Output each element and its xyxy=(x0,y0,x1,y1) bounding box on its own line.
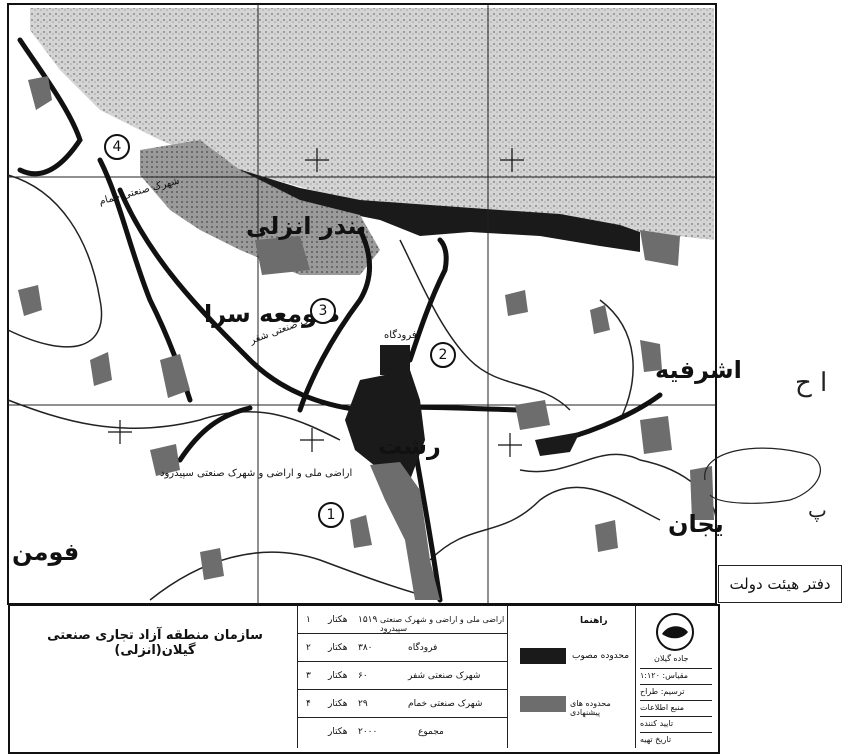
legend-key: راهنما محدوده مصوب محدوده های پیشنهادی xyxy=(508,606,636,748)
org-logo xyxy=(656,613,694,651)
swatch-proposed xyxy=(520,696,566,712)
legend-key-proposed: محدوده های پیشنهادی xyxy=(570,699,611,717)
legend-key-title: راهنما xyxy=(580,616,608,626)
legend-info: جاده گیلان مقیاس: ۱:۱۲۰ ترسیم: طراح منبع… xyxy=(636,606,716,748)
table-row: ۳ هکتار ۶۰ شهرک صنعتی شفر xyxy=(298,662,508,690)
sepidrood-proposed-zone xyxy=(370,462,440,600)
org-name: جاده گیلان xyxy=(654,654,689,663)
info-approval: تایید کننده xyxy=(640,716,712,728)
legend-key-approved: محدوده مصوب xyxy=(572,651,630,661)
legend-title: سازمان منطقه آزاد تجاری صنعتی گیلان(انزل… xyxy=(47,628,263,658)
label-anzali: بندر انزلی xyxy=(246,212,367,240)
label-rasht: رشت xyxy=(378,432,441,460)
label-lahijan: یجان xyxy=(668,510,724,538)
label-airport: فرودگاه xyxy=(384,330,417,341)
airport-zone xyxy=(380,345,410,375)
coastal-zone xyxy=(235,168,640,252)
table-row: هکتار ۲۰۰۰ مجموع xyxy=(328,727,444,737)
label-ashrafieh: اشرفیه xyxy=(655,356,742,384)
label-rasht-road-note: اراضی ملی و اراضی و شهرک صنعتی سپیدرود xyxy=(160,468,353,479)
legend-panel: سازمان منطقه آزاد تجاری صنعتی گیلان(انزل… xyxy=(8,604,720,754)
table-row: ۱ هکتار ۱۵۱۹ اراضی ملی و اراضی و شهرک صن… xyxy=(298,606,508,634)
swatch-approved xyxy=(520,648,566,664)
caspian-sea xyxy=(30,8,714,240)
signature-loop xyxy=(704,447,821,504)
info-source: منبع اطلاعات xyxy=(640,700,712,712)
info-scale: مقیاس: ۱:۱۲۰ xyxy=(640,668,712,680)
handwriting-note-1: ا ح xyxy=(795,368,828,398)
anzali-lagoon xyxy=(140,140,380,275)
info-drawn: ترسیم: طراح xyxy=(640,684,712,696)
handwriting-note-2: پ xyxy=(808,498,827,522)
legend-title-cell: سازمان منطقه آزاد تجاری صنعتی گیلان(انزل… xyxy=(10,606,298,748)
proposed-zones xyxy=(18,76,714,580)
zone-east xyxy=(535,432,580,456)
route-marker-3: 3 xyxy=(310,298,336,324)
label-fuman: فومن xyxy=(12,538,80,566)
info-date: تاریخ تهیه xyxy=(640,732,712,744)
grid-crosses xyxy=(108,148,524,457)
route-marker-1: 1 xyxy=(318,502,344,528)
government-office-stamp: دفتر هیئت دولت xyxy=(718,565,842,603)
table-row: ۲ هکتار ۳۸۰ فرودگاه xyxy=(298,634,508,662)
route-marker-4: 4 xyxy=(104,134,130,160)
route-marker-2: 2 xyxy=(430,342,456,368)
rasht-urban-zone xyxy=(345,370,425,480)
legend-table: ۱ هکتار ۱۵۱۹ اراضی ملی و اراضی و شهرک صن… xyxy=(298,606,508,748)
table-row: ۴ هکتار ۲۹ شهرک صنعتی خمام xyxy=(298,690,508,718)
